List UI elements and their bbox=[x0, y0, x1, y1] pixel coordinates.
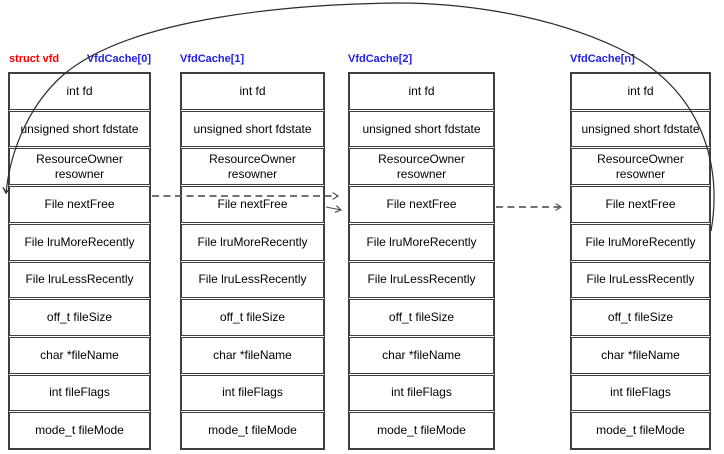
struct-field-cell: int fileFlags bbox=[349, 374, 494, 412]
struct-field-cell: File lruMoreRecently bbox=[349, 223, 494, 261]
column-header-row: VfdCache[n] bbox=[570, 52, 711, 72]
struct-vfd-label: struct vfd bbox=[9, 53, 60, 65]
struct-field-cell: int fileFlags bbox=[9, 374, 150, 412]
struct-field-cell: char *fileName bbox=[571, 336, 710, 374]
column-header-row: VfdCache[2] bbox=[348, 52, 495, 72]
struct-field-cell: File lruLessRecently bbox=[9, 261, 150, 299]
column-header-label: VfdCache[0] bbox=[86, 53, 151, 65]
struct-field-cell: off_t fileSize bbox=[181, 299, 324, 336]
struct-field-cell: off_t fileSize bbox=[571, 299, 710, 336]
struct-field-cell: ResourceOwner resowner bbox=[9, 148, 150, 186]
struct-field-cell: unsigned short fdstate bbox=[571, 110, 710, 148]
struct-field-cell: ResourceOwner resowner bbox=[571, 148, 710, 186]
struct-field-cell: File lruLessRecently bbox=[571, 261, 710, 299]
struct-field-cell: mode_t fileMode bbox=[9, 412, 150, 449]
struct-field-cell: unsigned short fdstate bbox=[181, 110, 324, 148]
struct-field-cell: File lruMoreRecently bbox=[181, 223, 324, 261]
struct-field-cell: unsigned short fdstate bbox=[349, 110, 494, 148]
struct-field-cell: mode_t fileMode bbox=[349, 412, 494, 449]
struct-field-cell: off_t fileSize bbox=[349, 299, 494, 336]
struct-field-cell: off_t fileSize bbox=[9, 299, 150, 336]
struct-field-cell: File lruMoreRecently bbox=[571, 223, 710, 261]
column-header-row: struct vfd VfdCache[0] bbox=[8, 52, 151, 72]
struct-field-cell: File lruLessRecently bbox=[349, 261, 494, 299]
struct-field-cell: ResourceOwner resowner bbox=[181, 148, 324, 186]
struct-field-cell: int fileFlags bbox=[571, 374, 710, 412]
struct-field-cell: int fd bbox=[9, 73, 150, 110]
column-header-row: VfdCache[1] bbox=[180, 52, 325, 72]
column-header-label: VfdCache[1] bbox=[180, 53, 245, 65]
struct-field-cell: File nextFree bbox=[181, 186, 324, 223]
struct-field-cell: int fd bbox=[181, 73, 324, 110]
struct-field-cell: int fd bbox=[349, 73, 494, 110]
struct-field-cell: char *fileName bbox=[349, 336, 494, 374]
struct-field-cell: mode_t fileMode bbox=[181, 412, 324, 449]
struct-field-cell: mode_t fileMode bbox=[571, 412, 710, 449]
struct-field-cell: File nextFree bbox=[571, 186, 710, 223]
struct-field-cell: File lruMoreRecently bbox=[9, 223, 150, 261]
struct-field-cell: File nextFree bbox=[349, 186, 494, 223]
struct-field-cell: char *fileName bbox=[9, 336, 150, 374]
struct-field-cell: int fileFlags bbox=[181, 374, 324, 412]
column-header-label: VfdCache[2] bbox=[348, 53, 413, 65]
column-header-label: VfdCache[n] bbox=[570, 53, 635, 65]
struct-field-cell: File nextFree bbox=[9, 186, 150, 223]
struct-field-cell: ResourceOwner resowner bbox=[349, 148, 494, 186]
next-free-arrow-1-2 bbox=[325, 207, 341, 210]
struct-field-cell: unsigned short fdstate bbox=[9, 110, 150, 148]
struct-field-cell: File lruLessRecently bbox=[181, 261, 324, 299]
struct-field-cell: char *fileName bbox=[181, 336, 324, 374]
struct-field-cell: int fd bbox=[571, 73, 710, 110]
